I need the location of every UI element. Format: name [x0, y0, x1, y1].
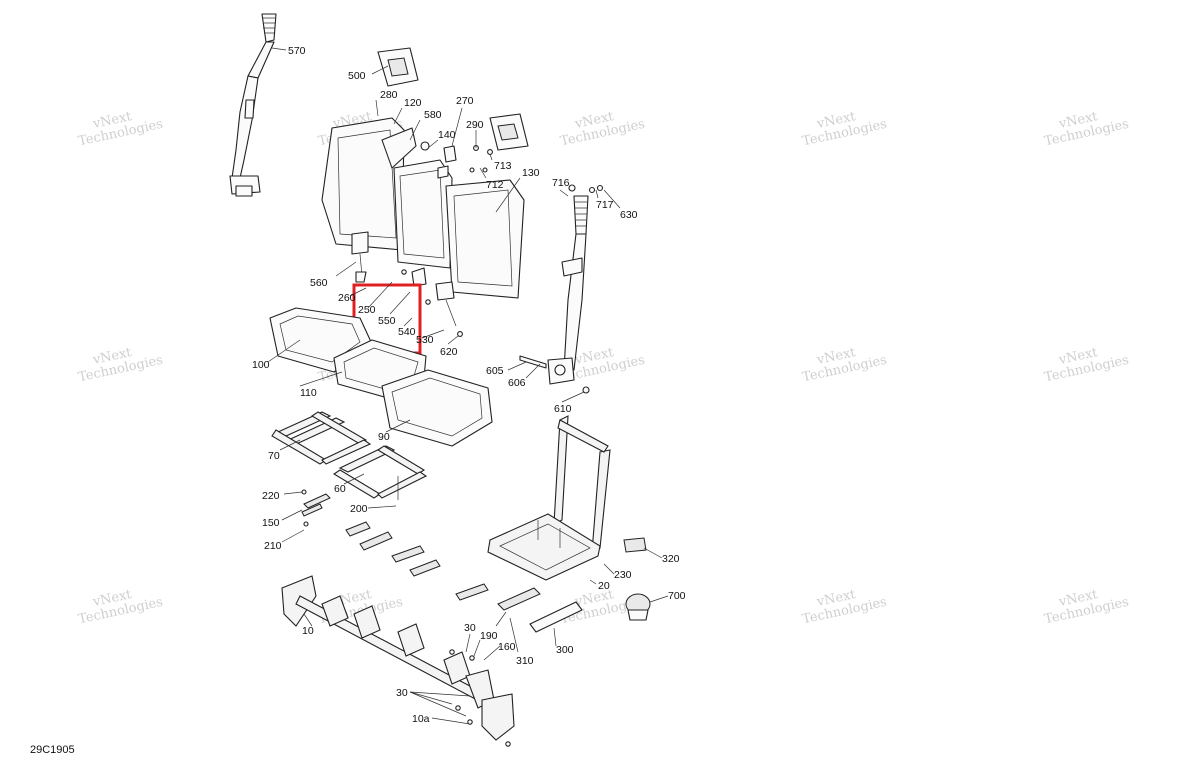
callout-120: 120 — [404, 97, 422, 109]
watermark: vNext Technologies — [77, 587, 164, 627]
callout-700: 700 — [668, 590, 686, 602]
callout-717: 717 — [596, 199, 614, 211]
callout-713: 713 — [494, 160, 512, 172]
callout-200: 200 — [350, 503, 368, 515]
buckle-560 — [351, 231, 369, 283]
callout-30-upper: 30 — [464, 622, 476, 634]
left-seat-belt — [229, 13, 277, 197]
leader-lines — [267, 47, 669, 725]
callout-110: 110 — [300, 387, 317, 399]
callout-190: 190 — [480, 630, 498, 642]
callout-60: 60 — [334, 483, 346, 495]
callout-712: 712 — [486, 179, 504, 191]
seat-frame-60 — [332, 445, 428, 500]
callout-550: 550 — [378, 315, 396, 327]
watermark: vNext Technologies — [1043, 345, 1130, 385]
callout-30-lower: 30 — [396, 687, 408, 699]
pump-700 — [625, 593, 651, 621]
callout-labels: 570 500 280 120 580 140 270 290 713 712 … — [252, 45, 686, 725]
callout-500: 500 — [348, 70, 366, 82]
watermark: vNext Technologies — [801, 345, 888, 385]
callout-320: 320 — [662, 553, 680, 565]
callout-530: 530 — [416, 334, 434, 346]
callout-570: 570 — [288, 45, 306, 57]
watermark: vNext Technologies — [801, 587, 888, 627]
callout-270: 270 — [456, 95, 474, 107]
slider-rails — [301, 489, 489, 601]
callout-630: 630 — [620, 209, 638, 221]
diagram-code: 29C1905 — [30, 744, 75, 756]
callout-220: 220 — [262, 490, 280, 502]
callout-10a: 10a — [412, 713, 430, 725]
callout-540: 540 — [398, 326, 416, 338]
watermark: vNext Technologies — [801, 109, 888, 149]
callout-300: 300 — [556, 644, 574, 656]
rear-frame — [487, 415, 611, 581]
callout-580: 580 — [424, 109, 442, 121]
callout-605: 605 — [486, 365, 504, 377]
rail-310 — [495, 587, 541, 627]
buckle-center — [401, 267, 463, 337]
callout-310: 310 — [516, 655, 534, 667]
headrest-500 — [377, 47, 419, 87]
callout-606: 606 — [508, 377, 526, 389]
callout-100: 100 — [252, 359, 270, 371]
callout-150: 150 — [262, 517, 280, 529]
rail-300 — [529, 601, 583, 633]
backrest — [321, 117, 525, 299]
callout-130: 130 — [522, 167, 540, 179]
watermark: vNext Technologies — [559, 109, 646, 149]
headrest-right — [489, 113, 529, 151]
watermark: vNext Technologies — [1043, 587, 1130, 627]
watermark: vNext Technologies — [77, 109, 164, 149]
seat-frame-70 — [271, 411, 372, 465]
callout-280: 280 — [380, 89, 398, 101]
callout-560: 560 — [310, 277, 328, 289]
watermark: vNext Technologies — [77, 345, 164, 385]
center-hardware — [420, 141, 493, 179]
callout-716: 716 — [552, 177, 570, 189]
callout-620: 620 — [440, 346, 458, 358]
callout-260: 260 — [338, 292, 356, 304]
bracket-320 — [623, 537, 647, 553]
base-frame — [281, 575, 515, 747]
callout-90: 90 — [378, 431, 390, 443]
callout-160: 160 — [498, 641, 516, 653]
callout-290: 290 — [466, 119, 484, 131]
callout-140: 140 — [438, 129, 456, 141]
callout-10: 10 — [302, 625, 314, 637]
watermark: vNext Technologies — [1043, 109, 1130, 149]
callout-20: 20 — [598, 580, 610, 592]
callout-210: 210 — [264, 540, 282, 552]
callout-610: 610 — [554, 403, 572, 415]
callout-230: 230 — [614, 569, 632, 581]
seat-cushions — [269, 307, 493, 447]
callout-250: 250 — [358, 304, 376, 316]
right-seat-belt — [519, 184, 604, 394]
callout-70: 70 — [268, 450, 280, 462]
